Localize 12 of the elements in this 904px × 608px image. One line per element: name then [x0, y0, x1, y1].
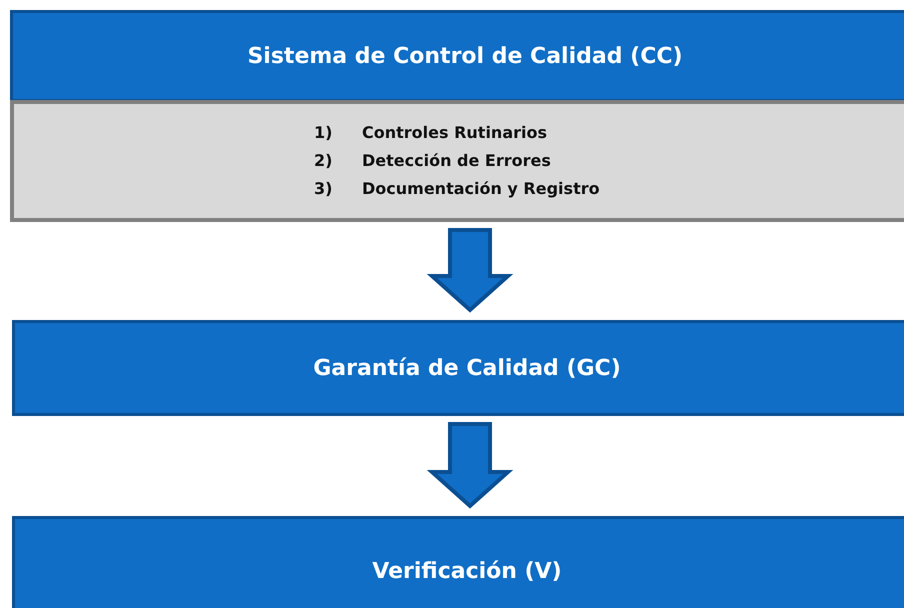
block-arrow — [426, 422, 514, 509]
box-title: Sistema de Control de Calidad (CC) — [247, 44, 683, 68]
list-box — [10, 100, 904, 222]
process-box — [12, 320, 904, 416]
process-box — [12, 516, 904, 608]
box-title: Garantía de Calidad (GC) — [313, 356, 621, 380]
process-box — [10, 10, 904, 102]
box-title: Verificación (V) — [372, 558, 562, 584]
block-arrow — [426, 228, 514, 313]
list-item: 3) Documentación y Registro — [314, 178, 600, 200]
list-item: 1) Controles Rutinarios — [314, 122, 548, 144]
list-item: 2) Detección de Errores — [314, 150, 551, 172]
